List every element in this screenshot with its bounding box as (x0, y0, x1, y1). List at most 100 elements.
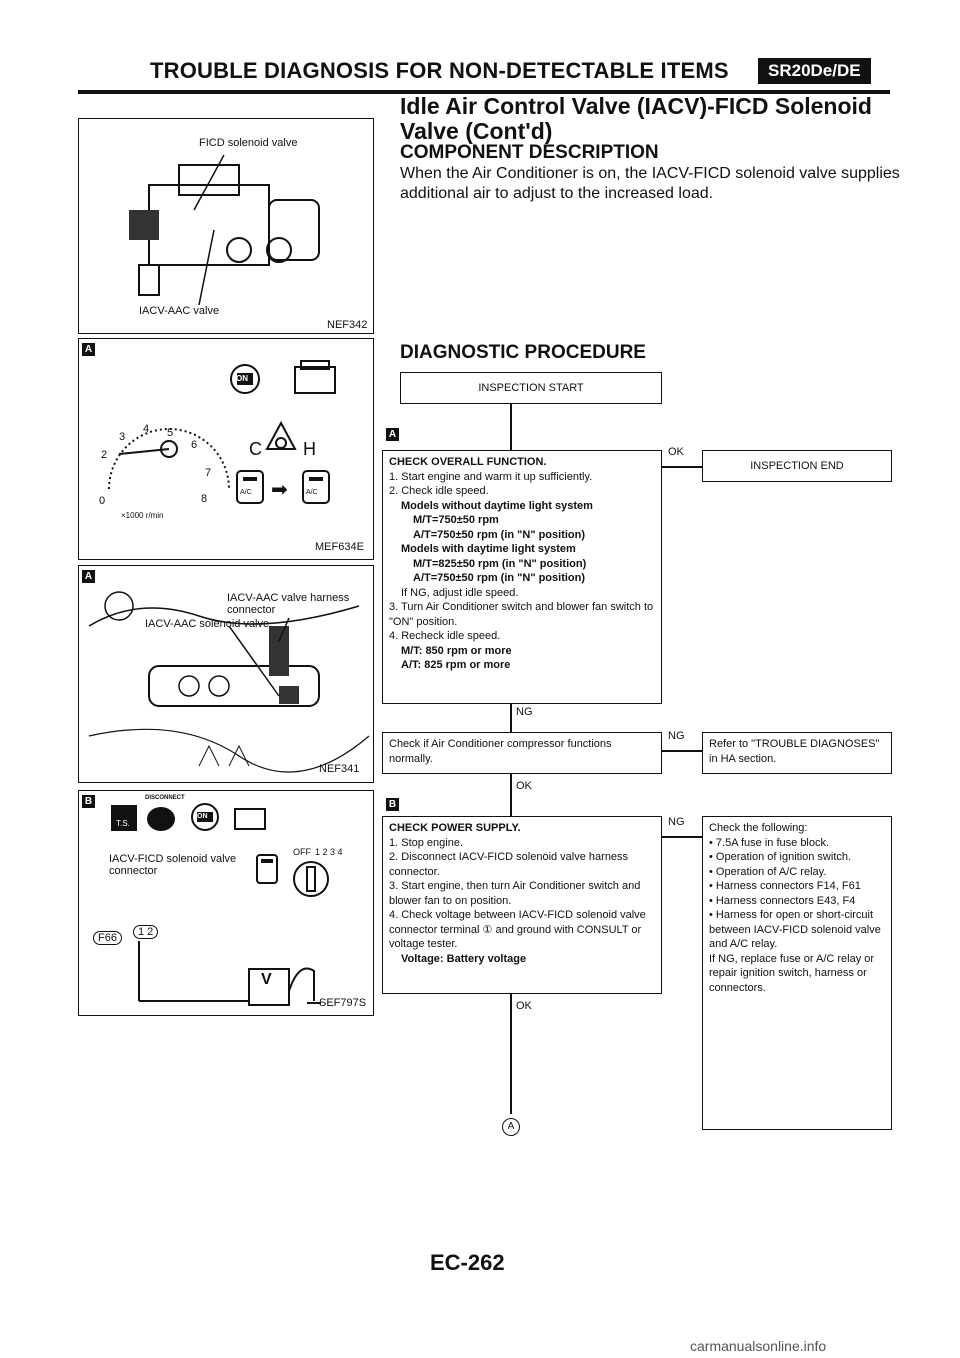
step1-mt3: M/T: 850 rpm or more (401, 644, 512, 657)
check-bullet-2: • Operation of ignition switch. (709, 851, 852, 863)
step1-at3: A/T: 825 rpm or more (401, 659, 511, 671)
check-bullet-5: • Harness connectors E43, F4 (709, 894, 856, 907)
ac-label-2: A/C (306, 489, 318, 496)
step1-item4: 4. Recheck idle speed. (389, 630, 501, 642)
terminal-label: 1 2 (133, 925, 159, 939)
engine-badge: SR20De/DE (758, 58, 871, 84)
disconnect-label: DISCONNECT (145, 795, 185, 801)
tachometer-gauge (108, 428, 230, 490)
engine-icon (294, 360, 336, 394)
marker-a: A (82, 343, 95, 356)
figure-voltage-check: T.S. DISCONNECT ON IACV-FICD solenoid va… (78, 790, 374, 1016)
checks-footer: If NG, replace fuse or A/C relay or repa… (709, 952, 875, 994)
ac-switch-on-icon (302, 470, 330, 504)
terminal-a-label: A (507, 1121, 515, 1132)
step1-title: CHECK OVERALL FUNCTION. (389, 456, 547, 468)
fig4-code: SEF797S (319, 997, 367, 1009)
step1-box: CHECK OVERALL FUNCTION. 1. Start engine … (382, 450, 662, 704)
header-rule (78, 90, 890, 94)
step1-item2: 2. Check idle speed. (389, 485, 489, 497)
arrow-icon: ➡ (271, 479, 288, 501)
refer-box: Refer to "TROUBLE DIAGNOSES" in HA secti… (702, 732, 892, 774)
flow-line-1 (510, 404, 512, 450)
on-label-2: ON (197, 813, 208, 820)
step1-mt1: M/T=750±50 rpm (413, 514, 499, 526)
ng-label-1: NG (516, 706, 533, 718)
gauge-num-8: 8 (201, 493, 208, 505)
page-header-title: TROUBLE DIAGNOSIS FOR NON-DETECTABLE ITE… (150, 58, 729, 83)
solenoid-label: IACV-AAC solenoid valve (145, 618, 270, 630)
step1-mt2: M/T=825±50 rpm (in "N" position) (413, 557, 587, 570)
flow-marker-b: B (386, 798, 399, 811)
fig1-label-bottom: IACV-AAC valve (139, 305, 220, 317)
figure-ficd-valve: FICD solenoid valve IACV-AAC valve NEF34… (78, 118, 374, 334)
consult-icon (147, 807, 175, 831)
ignition-on-icon (230, 364, 260, 394)
gauge-num-6: 6 (191, 439, 198, 451)
step1-item3: 3. Turn Air Conditioner switch and blowe… (389, 601, 654, 628)
gauge-num-7: 7 (205, 467, 212, 479)
gauge-num-0: 0 (99, 495, 106, 507)
gauge-num-4: 4 (143, 423, 150, 435)
fig2-code: MEF634E (315, 541, 364, 553)
valve-illustration (129, 155, 320, 305)
ok-label-3: OK (516, 1000, 532, 1012)
marker-b: B (82, 795, 95, 808)
step1-models1: Models without daytime light system (401, 499, 593, 512)
on-label: ON (236, 374, 248, 383)
fan-icon (265, 420, 297, 450)
figure-tachometer: 3 4 5 6 2 7 0 8 ×1000 r/min ON C H ➡ A/C… (78, 338, 374, 560)
figure-engine-bay: IACV-AAC valve harness connector IACV-AA… (78, 565, 374, 783)
flow-line-ok1 (662, 466, 702, 468)
step3-voltage: Voltage: Battery voltage (401, 952, 527, 965)
flow-line-3 (510, 774, 512, 816)
check-bullet-6: • Harness for open or short-circuit betw… (709, 909, 881, 950)
component-heading: COMPONENT DESCRIPTION (400, 142, 659, 163)
step3-box: CHECK POWER SUPPLY. 1. Stop engine. 2. D… (382, 816, 662, 994)
step3-item1: 1. Stop engine. (389, 836, 464, 849)
ng-label-2: NG (668, 730, 685, 742)
ng-label-3: NG (668, 816, 685, 828)
flow-line-2 (510, 704, 512, 732)
component-text: When the Air Conditioner is on, the IACV… (400, 165, 900, 202)
page-number: EC-262 (430, 1250, 505, 1275)
engine-bay-illustration (88, 591, 370, 773)
ac-switch-off-icon (236, 470, 264, 504)
gauge-scale: ×1000 r/min (121, 511, 164, 520)
inspection-end-box: INSPECTION END (702, 450, 892, 482)
flow-line-4 (510, 994, 512, 1114)
flow-marker-a: A (386, 428, 399, 441)
gauge-num-5: 5 (167, 427, 174, 439)
step3-item3: 3. Start engine, then turn Air Condition… (389, 880, 641, 907)
flow-line-ng2 (662, 750, 702, 752)
c-label: C (249, 439, 262, 459)
f66-label: F66 (93, 931, 122, 945)
ok-label-2: OK (516, 780, 532, 792)
step1-models2: Models with daytime light system (401, 543, 576, 555)
inspection-start-box: INSPECTION START (400, 372, 662, 404)
disconnect-icon (111, 805, 137, 831)
blower-switch-icon (293, 861, 329, 897)
ts-label: T.S. (116, 819, 130, 828)
engine-icon-2 (234, 808, 266, 830)
fig1-code: NEF342 (327, 319, 368, 331)
harness-label: IACV-AAC valve harness connector (227, 592, 350, 616)
diagnostic-heading: DIAGNOSTIC PROCEDURE (400, 342, 646, 363)
check-bullet-4: • Harness connectors F14, F61 (709, 880, 861, 892)
step1-at1: A/T=750±50 rpm (in "N" position) (413, 528, 586, 541)
ignition-on-icon-2 (191, 803, 219, 831)
section-title-line1: Idle Air Control Valve (IACV)-FICD Solen… (400, 93, 872, 119)
section-title: Idle Air Control Valve (IACV)-FICD Solen… (400, 94, 900, 144)
marker-a-2: A (82, 570, 95, 583)
fig4-off-label: OFF (293, 847, 311, 857)
step1-ifng: If NG, adjust idle speed. (401, 586, 519, 599)
terminal-a-circle: A (502, 1118, 520, 1136)
fig1-label-top: FICD solenoid valve (199, 137, 298, 149)
step3-title: CHECK POWER SUPPLY. (389, 822, 521, 834)
step3-item2: 2. Disconnect IACV-FICD solenoid valve h… (389, 851, 629, 878)
step1-item1: 1. Start engine and warm it up sufficien… (389, 470, 593, 483)
section-title-line2: Valve (Cont'd) (400, 118, 553, 144)
ok-label-1: OK (668, 446, 684, 458)
step3-item4: 4. Check voltage between IACV-FICD solen… (389, 909, 646, 950)
check-bullet-3: • Operation of A/C relay. (709, 865, 827, 878)
